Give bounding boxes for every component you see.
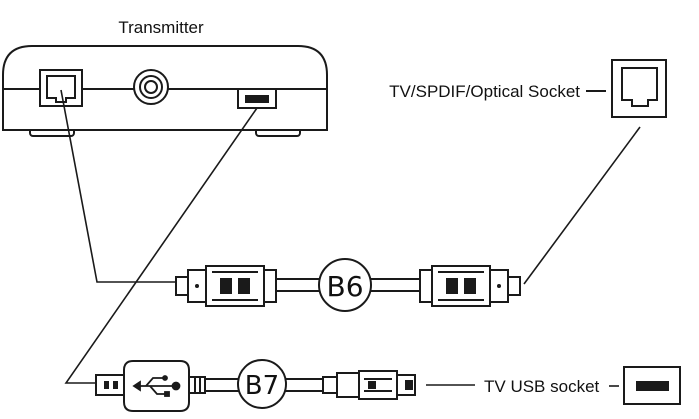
usb-symbol-icon — [132, 375, 181, 397]
optical-cable-b6 — [175, 258, 521, 312]
tv-usb-socket — [623, 366, 681, 405]
connection-lines — [60, 89, 641, 386]
usb-socket-label: TV USB socket — [484, 377, 600, 396]
optical-output-line — [523, 126, 641, 285]
b6-right-connector — [419, 265, 521, 307]
transmitter-round-jack — [133, 69, 169, 105]
optical-input-line — [60, 89, 176, 283]
usb-cable-b7 — [95, 359, 416, 412]
tv-optical-socket — [611, 59, 667, 118]
b7-usb-b-plug — [322, 370, 416, 400]
b6-badge — [318, 258, 372, 312]
transmitter-unit — [2, 45, 328, 137]
b6-badge-label: B6 — [326, 270, 363, 303]
b7-badge — [237, 359, 287, 409]
usb-input-line — [64, 107, 258, 384]
b7-badge-label: B7 — [245, 371, 279, 401]
b6-left-connector — [175, 265, 277, 307]
optical-socket-label: TV/SPDIF/Optical Socket — [389, 82, 580, 101]
transmitter-label: Transmitter — [118, 18, 204, 37]
transmitter-optical-port — [39, 69, 83, 107]
